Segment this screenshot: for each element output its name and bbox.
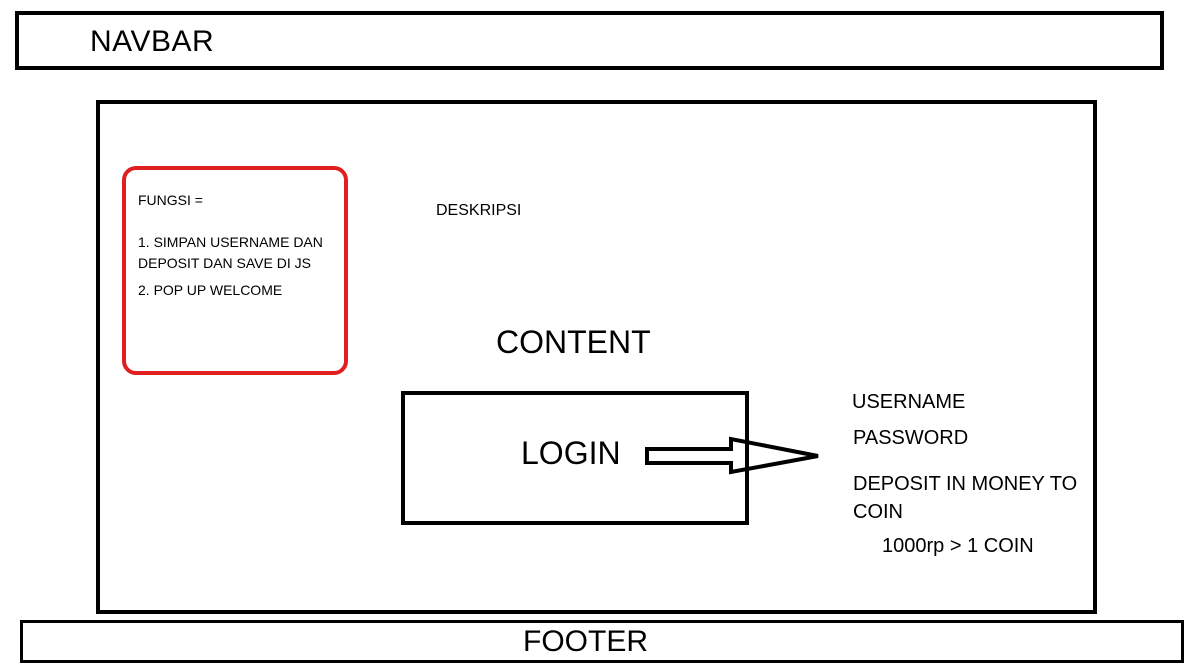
- arrow-right-icon: [645, 436, 819, 475]
- footer-label: FOOTER: [523, 625, 648, 658]
- arrow-shape: [645, 436, 819, 475]
- fungsi-note-box: FUNGSI = 1. SIMPAN USERNAME DAN DEPOSIT …: [122, 166, 348, 375]
- deskripsi-label: DESKRIPSI: [436, 202, 522, 219]
- rate-label: 1000rp > 1 COIN: [882, 535, 1034, 557]
- fungsi-item-2: 2. POP UP WELCOME: [138, 282, 283, 298]
- footer-box: FOOTER: [20, 620, 1184, 663]
- navbar-label: NAVBAR: [90, 25, 215, 58]
- content-label: CONTENT: [496, 324, 651, 360]
- fungsi-item-1: 1. SIMPAN USERNAME DAN DEPOSIT DAN SAVE …: [138, 234, 323, 271]
- username-label: USERNAME: [852, 391, 966, 413]
- fungsi-heading: FUNGSI =: [138, 192, 203, 208]
- navbar-box: NAVBAR: [15, 11, 1164, 70]
- login-label: LOGIN: [521, 435, 621, 471]
- content-box: [96, 100, 1097, 614]
- deposit-label: DEPOSIT IN MONEY TO COIN: [853, 473, 1078, 523]
- password-label: PASSWORD: [853, 427, 969, 449]
- login-box: LOGIN: [401, 391, 749, 525]
